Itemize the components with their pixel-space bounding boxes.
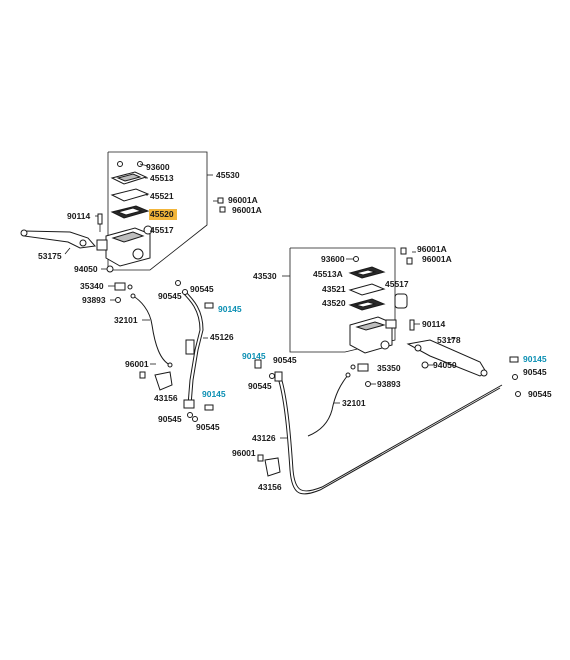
label-45520-left: 45520 (150, 209, 174, 219)
clamp-43156-right (264, 457, 281, 477)
label-90545-right-d: 90545 (528, 389, 552, 399)
label-93893-left: 93893 (82, 295, 106, 305)
switch-wire-32101-left (130, 293, 173, 368)
banjo-bolts-left-upper (175, 280, 214, 309)
label-90545-right-a: 90545 (273, 355, 297, 365)
label-96001A-right-1: 96001A (417, 244, 447, 254)
nut-94050-left (106, 265, 114, 273)
label-53178-right: 53178 (437, 335, 461, 345)
label-94050-right: 94050 (433, 360, 457, 370)
reservoir-cap-45513-left (110, 171, 148, 185)
label-90145-right-b: 90145 (523, 354, 547, 364)
diaphragm-43520-right (348, 298, 386, 311)
label-90145-right-a: 90145 (242, 351, 266, 361)
label-32101-left: 32101 (114, 315, 138, 325)
label-96001-left: 96001 (125, 359, 149, 369)
screws-96001A-left (217, 197, 226, 213)
label-96001A-left-2: 96001A (232, 205, 262, 215)
label-90545-left-b: 90545 (190, 284, 214, 294)
label-90545-left-a: 90545 (158, 291, 182, 301)
diaphragm-45520-left (110, 205, 150, 219)
reservoir-cap-45513A-right (348, 266, 386, 279)
clip-96001-left (139, 371, 146, 379)
pivot-bolt-90114-right (409, 319, 415, 331)
screw-93893-left (115, 297, 121, 303)
screw-93893-right (365, 381, 371, 387)
screws-96001A-right (400, 247, 413, 265)
clamp-43156-left (154, 371, 173, 391)
label-35340-left: 35340 (80, 281, 104, 291)
label-90545-right-b: 90545 (248, 381, 272, 391)
label-45521-left: 45521 (150, 191, 174, 201)
label-90114-right: 90114 (422, 319, 445, 329)
banjo-bolts-right-end (509, 356, 521, 397)
switch-35340-left (114, 282, 133, 291)
label-90145-left-b: 90145 (202, 389, 226, 399)
label-45530-left: 45530 (216, 170, 240, 180)
label-90114-left: 90114 (67, 211, 90, 221)
plate-43521-right (348, 283, 386, 296)
master-cylinder-body-left (96, 225, 153, 267)
nut-94050-right (421, 361, 429, 369)
brake-hose-45126-left (181, 289, 204, 409)
plate-45521-left (110, 188, 150, 202)
switch-wire-32101-right (307, 372, 351, 437)
banjo-bolts-right-upper (254, 359, 275, 379)
label-96001A-left-1: 96001A (228, 195, 258, 205)
brake-hose-43126-right (274, 371, 503, 495)
label-45517-right: 45517 (385, 279, 409, 289)
label-45513-left: 45513 (150, 173, 174, 183)
label-45126-left: 45126 (210, 332, 234, 342)
pivot-bolt-90114-left (97, 213, 103, 232)
clip-96001-right (257, 454, 264, 462)
label-93893-right: 93893 (377, 379, 401, 389)
label-93600-right: 93600 (321, 254, 345, 264)
screw-93600-left (117, 161, 149, 167)
label-93600-left: 93600 (146, 162, 170, 172)
reservoir-45517-right (394, 293, 408, 309)
label-94050-left: 94050 (74, 264, 98, 274)
label-53175-left: 53175 (38, 251, 62, 261)
label-32101-right: 32101 (342, 398, 366, 408)
brake-lever-53175-left (20, 229, 96, 249)
brake-lever-53178-right (406, 339, 488, 377)
label-43126-right: 43126 (252, 433, 276, 443)
label-43156-right: 43156 (258, 482, 282, 492)
banjo-bolts-left-lower (187, 404, 214, 422)
label-90545-left-c: 90545 (158, 414, 182, 424)
label-45517-left: 45517 (150, 225, 174, 235)
label-96001-right: 96001 (232, 448, 256, 458)
label-90145-left-a: 90145 (218, 304, 242, 314)
leader-lines-right (280, 251, 456, 439)
label-96001A-right-2: 96001A (422, 254, 452, 264)
label-90545-left-d: 90545 (196, 422, 220, 432)
highlight-45520 (149, 209, 177, 220)
label-43156-left: 43156 (154, 393, 178, 403)
label-43521-right: 43521 (322, 284, 346, 294)
master-cylinder-body-right (349, 316, 397, 354)
label-45513A-right: 45513A (313, 269, 343, 279)
leader-lines-left (64, 200, 218, 365)
screw-93600-right (353, 256, 359, 262)
label-43530-right: 43530 (253, 271, 277, 281)
label-90545-right-c: 90545 (523, 367, 547, 377)
switch-35350-right (350, 363, 369, 372)
label-35350-right: 35350 (377, 363, 401, 373)
label-43520-right: 43520 (322, 298, 346, 308)
